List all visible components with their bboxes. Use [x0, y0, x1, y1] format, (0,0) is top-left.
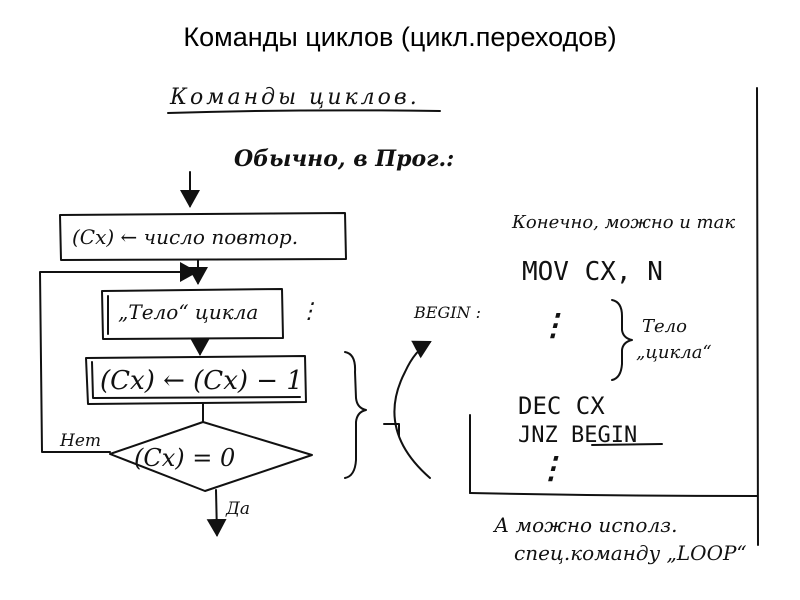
no-label: Нет [59, 431, 101, 451]
flowchart-brace [344, 351, 367, 479]
heading-underline [167, 109, 441, 114]
alternative-line2: спец.команду „LOOP“ [514, 541, 747, 565]
loop-back-line [39, 262, 198, 453]
jump-arrow [393, 340, 432, 479]
mov-instruction: MOV CX, N [522, 257, 663, 287]
begin-label: BEGIN : [413, 303, 481, 322]
condition-diamond [109, 421, 313, 492]
slide-title: Команды циклов (цикл.переходов) [183, 22, 617, 52]
decrement-box-inner [91, 361, 301, 399]
init-box-text: (Cx) ← число повтор. [72, 225, 298, 249]
body-box-text: „Тело“ цикла [118, 300, 258, 324]
yes-label: Да [225, 499, 250, 519]
init-box [59, 212, 347, 261]
heading-text: Команды циклов. [169, 85, 420, 110]
decrement-box-text: (Cx) ← (Cx) − 1 [100, 366, 303, 396]
dec-instruction: DEC CX [518, 392, 605, 420]
code-body-line2: „цикла“ [636, 342, 712, 363]
body-dots-text: ⋮ [298, 299, 320, 324]
code-dots-bottom: ⋮ [536, 451, 566, 486]
jnz-instruction: JNZ BEGIN [518, 423, 637, 448]
condition-text: (Cx) = 0 [134, 444, 235, 472]
page-divider-line [756, 87, 759, 546]
code-body-line1: Тело [642, 316, 687, 337]
of-course-text: Конечно, можно и так [511, 212, 735, 233]
code-body-brace [611, 299, 633, 381]
code-section-bottom-line [469, 492, 758, 497]
yes-arrow [206, 489, 227, 537]
usually-text: Обычно, в Прог.: [234, 146, 454, 172]
alternative-line1: А можно исполз. [492, 513, 677, 537]
body-box [101, 288, 284, 340]
code-dots: ⋮ [538, 308, 568, 343]
decrement-box [85, 355, 307, 405]
begin-underline [591, 443, 663, 446]
